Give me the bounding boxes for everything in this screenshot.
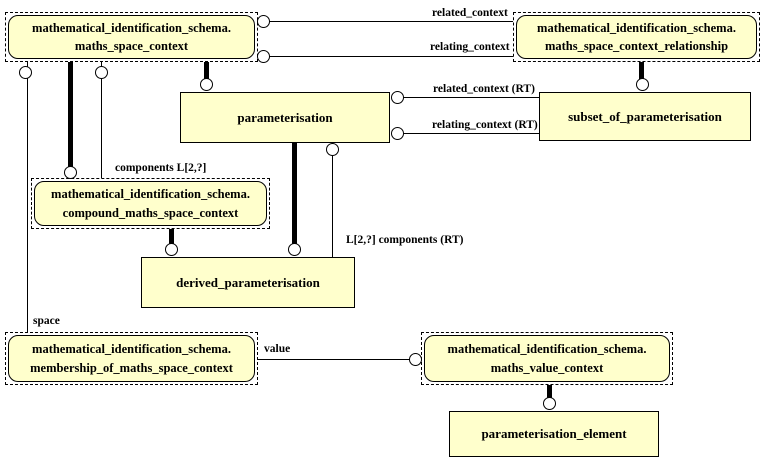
- circle-relating-context: [257, 50, 270, 63]
- edge-compound-derived: [169, 229, 174, 244]
- edge-space: [27, 62, 28, 332]
- circle-element-subtype: [543, 397, 556, 410]
- edge-relating-context-rt: [397, 133, 539, 134]
- circle-related-context: [257, 15, 270, 28]
- refbox-membership-of-maths-space-context-name: membership_of_maths_space_context: [30, 360, 233, 375]
- refbox-maths-space-context-relationship-name: maths_space_context_relationship: [544, 39, 729, 53]
- entity-parameterisation-label: parameterisation: [237, 109, 333, 125]
- edge-supertype-compound: [68, 62, 73, 167]
- refbox-maths-value-context-name: maths_value_context: [490, 360, 604, 375]
- edge-components-rt: [332, 142, 333, 257]
- refbox-membership-of-maths-space-context-schema: mathematical_identification_schema.: [32, 342, 231, 357]
- refbox-maths-space-context-relationship: mathematical_identification_schema. math…: [513, 12, 760, 62]
- label-related-context-rt: related_context (RT): [433, 83, 535, 95]
- label-space: space: [33, 315, 60, 327]
- entity-subset-of-parameterisation-label: subset_of_parameterisation: [568, 108, 722, 124]
- circle-derived-from-parameterisation: [288, 243, 301, 256]
- circle-derived-from-compound: [165, 243, 178, 256]
- edge-related-context: [263, 21, 513, 22]
- refbox-maths-value-context: mathematical_identification_schema. math…: [421, 332, 673, 385]
- edge-relating-context: [263, 56, 513, 57]
- refbox-maths-space-context-schema: mathematical_identification_schema.: [32, 20, 231, 35]
- label-value: value: [264, 343, 291, 355]
- label-components-rt: L[2,?] components (RT): [346, 234, 464, 246]
- entity-parameterisation-element: parameterisation_element: [449, 411, 659, 457]
- refbox-maths-space-context-relationship-schema: mathematical_identification_schema.: [537, 20, 736, 35]
- entity-parameterisation: parameterisation: [180, 92, 390, 143]
- circle-components-rt: [326, 143, 339, 156]
- entity-subset-of-parameterisation: subset_of_parameterisation: [539, 92, 751, 141]
- circle-parameterisation-subtype: [200, 78, 213, 91]
- refbox-compound-maths-space-context-schema: mathematical_identification_schema.: [51, 187, 250, 202]
- circle-value: [409, 353, 422, 366]
- circle-space: [19, 66, 32, 79]
- edge-supertype-subset: [639, 62, 644, 79]
- circle-components: [95, 66, 108, 79]
- edge-value: [258, 359, 410, 360]
- entity-parameterisation-element-label: parameterisation_element: [481, 426, 627, 441]
- label-relating-context: relating_context: [430, 41, 510, 53]
- refbox-maths-space-context: mathematical_identification_schema. math…: [5, 12, 258, 62]
- circle-subset-subtype: [636, 78, 649, 91]
- edge-parameterisation-derived: [292, 142, 297, 244]
- entity-derived-parameterisation-label: derived_parameterisation: [176, 274, 320, 290]
- circle-relating-context-rt: [391, 127, 404, 140]
- refbox-compound-maths-space-context-name: compound_maths_space_context: [62, 205, 239, 220]
- refbox-maths-value-context-schema: mathematical_identification_schema.: [447, 342, 647, 357]
- edge-components: [101, 62, 102, 178]
- refbox-compound-maths-space-context: mathematical_identification_schema. comp…: [31, 178, 270, 229]
- label-components: components L[2,?]: [115, 162, 207, 174]
- entity-derived-parameterisation: derived_parameterisation: [141, 257, 355, 308]
- label-related-context: related_context: [432, 7, 508, 19]
- label-relating-context-rt: relating_context (RT): [432, 119, 538, 131]
- edge-related-context-rt: [397, 97, 539, 98]
- circle-compound-subtype: [64, 166, 77, 179]
- circle-related-context-rt: [391, 91, 404, 104]
- refbox-membership-of-maths-space-context: mathematical_identification_schema. memb…: [5, 332, 258, 385]
- edge-valuecontext-element: [547, 384, 552, 398]
- refbox-maths-space-context-name: maths_space_context: [74, 39, 189, 53]
- edge-supertype-parameterisation: [204, 62, 209, 79]
